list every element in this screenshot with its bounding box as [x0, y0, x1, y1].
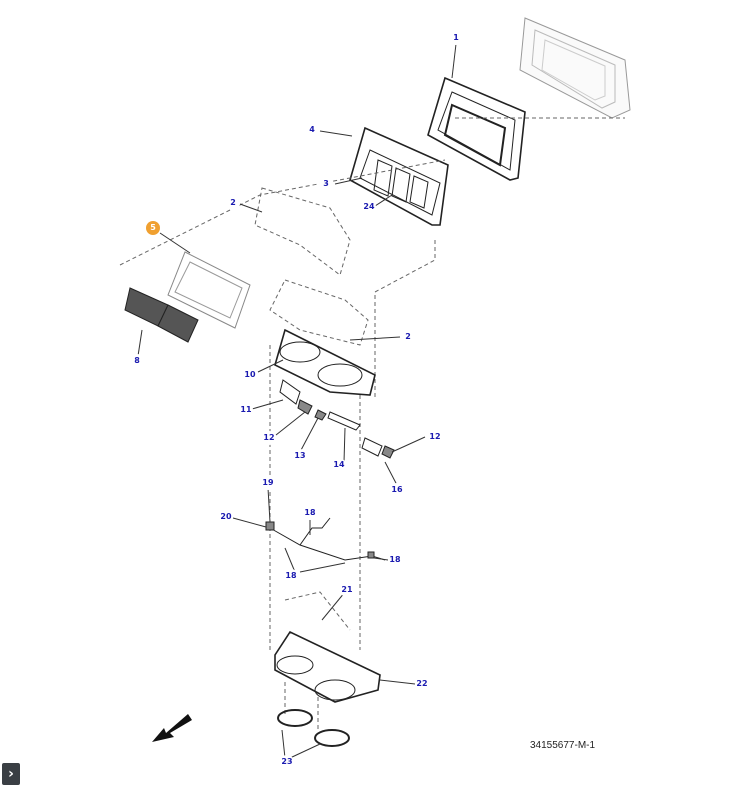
callout-8[interactable]: 8 [130, 354, 144, 368]
callout-20[interactable]: 20 [219, 510, 233, 524]
callout-13[interactable]: 13 [293, 449, 307, 463]
leader-lines [137, 43, 457, 759]
callout-24[interactable]: 24 [362, 200, 376, 214]
callout-16[interactable]: 16 [390, 483, 404, 497]
part-3-housing [349, 126, 449, 226]
callout-1[interactable]: 1 [449, 31, 463, 45]
callout-4[interactable]: 4 [305, 123, 319, 137]
direction-arrow-icon [152, 714, 192, 742]
part-1-frame [427, 76, 526, 181]
part-2-outlines [119, 117, 625, 730]
callout-14[interactable]: 14 [332, 458, 346, 472]
part-22-base [274, 630, 381, 703]
callout-3[interactable]: 3 [319, 177, 333, 191]
callout-18[interactable]: 18 [388, 553, 402, 567]
part-8-filters [124, 287, 199, 343]
callout-22[interactable]: 22 [415, 677, 429, 691]
part-23-rings [277, 709, 350, 747]
callout-19[interactable]: 19 [261, 476, 275, 490]
small-parts [279, 379, 395, 459]
callout-12[interactable]: 12 [428, 430, 442, 444]
callout-10[interactable]: 10 [243, 368, 257, 382]
callout-11[interactable]: 11 [239, 403, 253, 417]
callout-2[interactable]: 2 [401, 330, 415, 344]
chevron-right-icon[interactable]: › [2, 763, 20, 785]
reference-code: 34155677-M-1 [530, 740, 596, 751]
callout-2[interactable]: 2 [226, 196, 240, 210]
callout-12[interactable]: 12 [262, 431, 276, 445]
part-10-lower-housing [274, 328, 376, 396]
cable-harness [265, 517, 386, 561]
callout-18[interactable]: 18 [284, 569, 298, 583]
callout-23[interactable]: 23 [280, 755, 294, 769]
part-5-frame [167, 251, 251, 329]
callout-18[interactable]: 18 [303, 506, 317, 520]
callout-21[interactable]: 21 [340, 583, 354, 597]
callout-5[interactable]: 5 [146, 221, 160, 235]
cover-frame [519, 17, 631, 119]
